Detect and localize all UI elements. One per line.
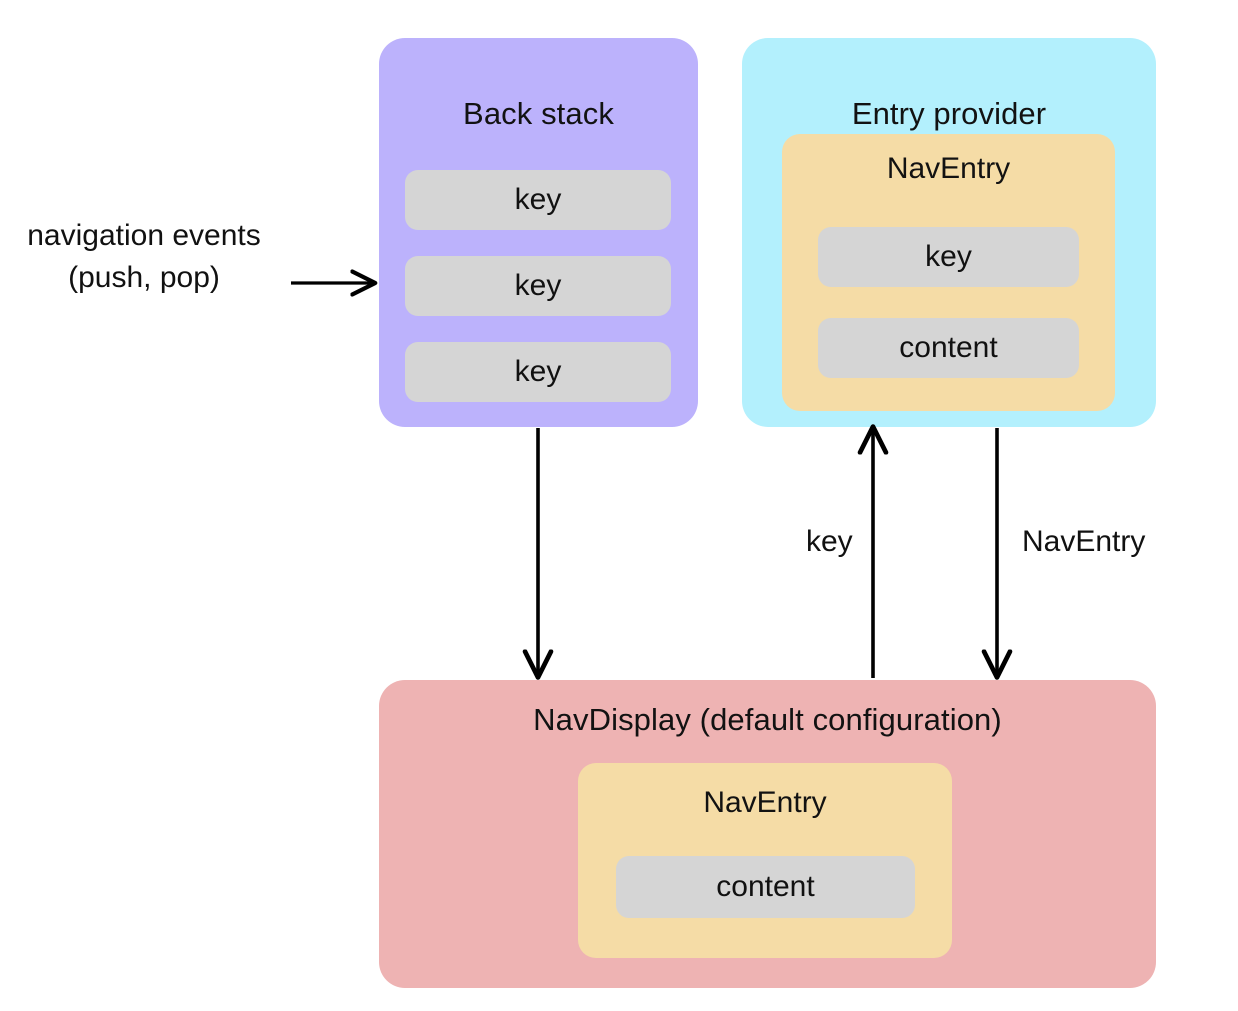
back-stack-key-pill: key xyxy=(405,170,671,230)
arrow-label-naventry: NavEntry xyxy=(1022,525,1146,558)
back-stack-key-pill: key xyxy=(405,342,671,402)
back-stack-title: Back stack xyxy=(463,96,614,131)
entry-provider-content-pill: content xyxy=(818,318,1079,378)
nav-display-title: NavDisplay (default configuration) xyxy=(533,702,1002,737)
entry-provider-nav-entry-title: NavEntry xyxy=(886,152,1011,185)
entry-provider-key-pill: key xyxy=(818,227,1079,287)
navigation-events-line-1: navigation events xyxy=(27,219,261,252)
navigation-events-line-2: (push, pop) xyxy=(68,261,220,294)
nav-display-nav-entry-title: NavEntry xyxy=(703,786,827,819)
entry-provider-title: Entry provider xyxy=(851,96,1047,131)
back-stack-key-pill: key xyxy=(405,256,671,316)
arrow-label-key: key xyxy=(806,525,853,558)
nav-display-content-pill: content xyxy=(616,856,915,918)
navigation-events-caption: navigation events (push, pop) xyxy=(8,215,280,299)
